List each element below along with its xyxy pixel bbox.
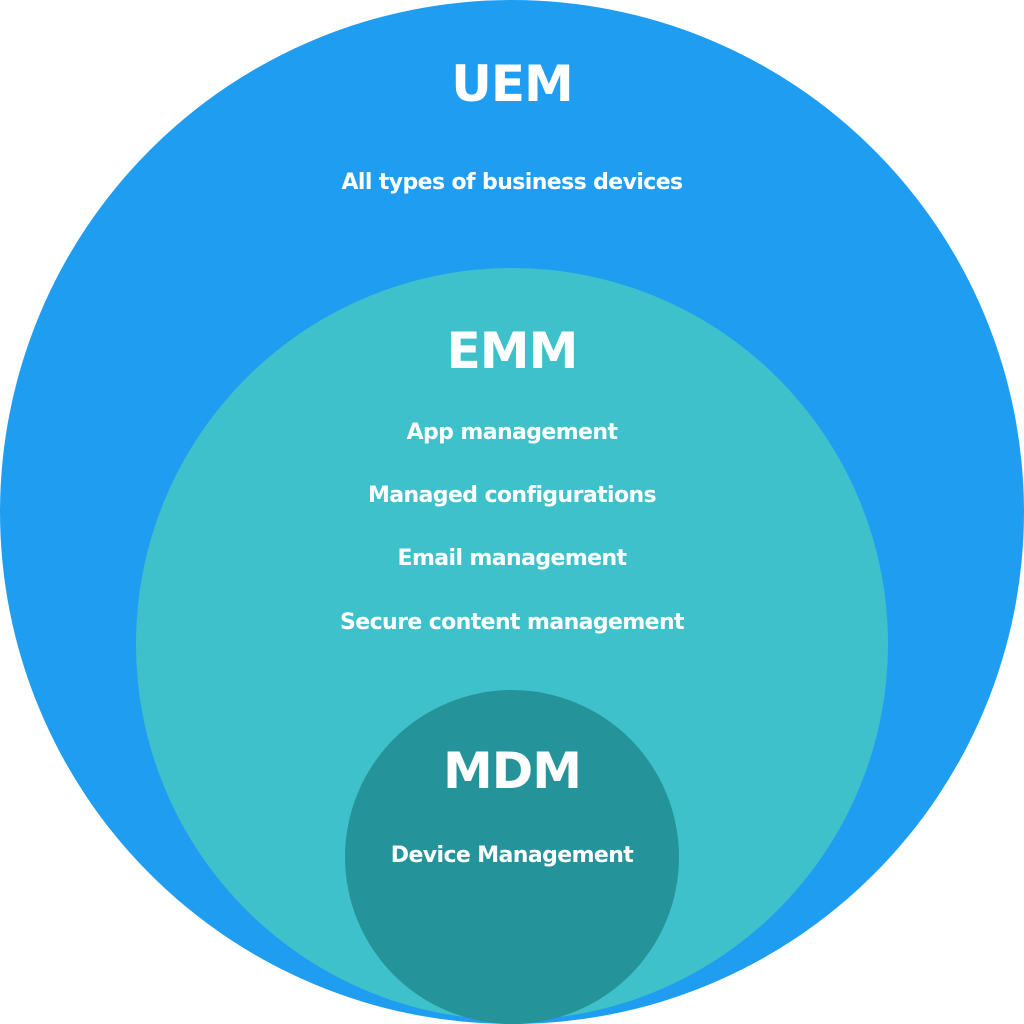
emm-title: EMM [446, 322, 579, 380]
uem-item: All types of business devices [341, 170, 683, 195]
emm-item-secure-content-management: Secure content management [340, 610, 685, 635]
emm-item-email-management: Email management [397, 546, 628, 571]
emm-item-app-management: App management [406, 420, 618, 445]
mdm-title: MDM [442, 742, 582, 800]
mdm-item-device-management: Device Management [390, 843, 634, 868]
mdm-circle [345, 690, 679, 1024]
emm-item-managed-configurations: Managed configurations [367, 483, 657, 508]
uem-title: UEM [451, 55, 574, 113]
